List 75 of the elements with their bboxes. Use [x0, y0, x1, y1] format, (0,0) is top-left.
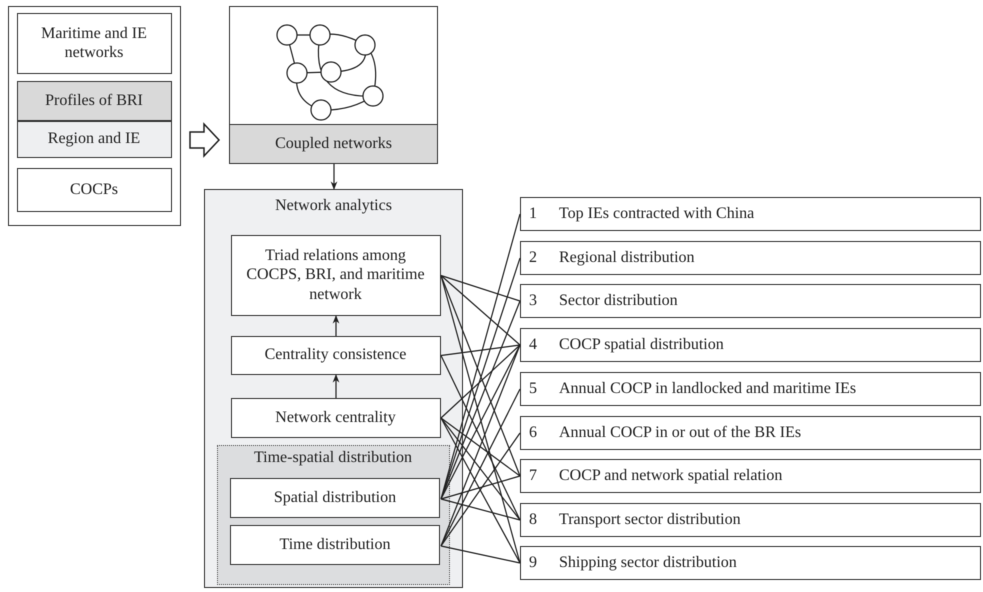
- item-number: 5: [528, 379, 538, 399]
- process-box: [16, 12, 172, 74]
- item-number: 4: [528, 335, 538, 355]
- box-label: Centrality consistence: [264, 345, 408, 365]
- result-box: [520, 197, 981, 231]
- connector-line: [440, 418, 520, 476]
- result-box: [520, 546, 981, 580]
- connector-line: [440, 418, 520, 520]
- result-box: [520, 503, 981, 537]
- box-label: Profiles of BRI: [44, 90, 144, 110]
- box-label: Network centrality: [274, 408, 397, 428]
- process-box: [230, 336, 440, 374]
- analytics-panel: [204, 189, 463, 588]
- result-box: [520, 416, 981, 450]
- result-box: [520, 328, 981, 362]
- connector-line: [440, 388, 521, 546]
- connector-line: [440, 344, 520, 356]
- panel-heading: Network analytics: [274, 196, 393, 216]
- group-box: [216, 444, 450, 584]
- process-box: [230, 525, 440, 565]
- connector-line: [440, 475, 520, 500]
- connector-line: [440, 214, 521, 500]
- item-label: Sector distribution: [558, 291, 678, 311]
- item-label: Annual COCP in or out of the BR IEs: [558, 423, 802, 443]
- box-label: COCPs: [68, 180, 120, 200]
- group-box: [8, 6, 181, 226]
- item-label: Transport sector distribution: [558, 510, 741, 530]
- item-number: 9: [528, 553, 538, 573]
- arrow: [332, 315, 340, 336]
- item-label: Regional distribution: [558, 248, 695, 268]
- box-label: Time distribution: [278, 535, 392, 555]
- connector-line: [440, 545, 520, 564]
- box-label: Triad relations among COCPS, BRI, and maritime network: [245, 246, 426, 304]
- item-number: 7: [528, 466, 538, 486]
- item-label: Shipping sector distribution: [558, 553, 737, 573]
- item-number: 1: [528, 204, 538, 224]
- connector-line: [440, 344, 520, 418]
- arrow: [332, 374, 340, 398]
- box-label: Region and IE: [46, 129, 142, 149]
- band-label: Coupled networks: [230, 124, 437, 163]
- process-box: [230, 234, 440, 316]
- result-box: [520, 372, 981, 406]
- item-number: 6: [528, 423, 538, 443]
- item-number: 2: [528, 248, 538, 268]
- connector-line: [440, 418, 521, 564]
- process-box: [16, 168, 172, 212]
- item-number: 3: [528, 291, 538, 311]
- connector-line: [440, 355, 521, 520]
- item-label: Top IEs contracted with China: [558, 204, 754, 224]
- result-box: [520, 459, 981, 493]
- connector-line: [440, 275, 520, 346]
- block-arrow: [189, 122, 220, 158]
- connector-line: [440, 498, 520, 521]
- connector-line: [440, 432, 520, 546]
- connector-line: [440, 275, 521, 476]
- item-label: Annual COCP in landlocked and maritime IEs: [558, 379, 856, 399]
- connector-line: [440, 344, 521, 546]
- box-label: Maritime and IE networks: [40, 24, 148, 62]
- process-box: [16, 80, 172, 120]
- panel-heading: Time-spatial distribution: [252, 448, 414, 467]
- connector-line: [440, 300, 521, 500]
- process-box: [230, 398, 440, 438]
- connector-line: [440, 344, 521, 500]
- network-box: [229, 6, 438, 164]
- connector-line: [440, 274, 520, 302]
- result-box: [520, 284, 981, 318]
- result-box: [520, 241, 981, 275]
- item-number: 8: [528, 510, 538, 530]
- arrow: [330, 164, 338, 190]
- process-box: [16, 120, 172, 158]
- item-label: COCP spatial distribution: [558, 335, 724, 355]
- box-label: Spatial distribution: [272, 488, 398, 508]
- connector-line: [440, 275, 521, 564]
- item-label: COCP and network spatial relation: [558, 466, 782, 486]
- process-box: [230, 478, 440, 518]
